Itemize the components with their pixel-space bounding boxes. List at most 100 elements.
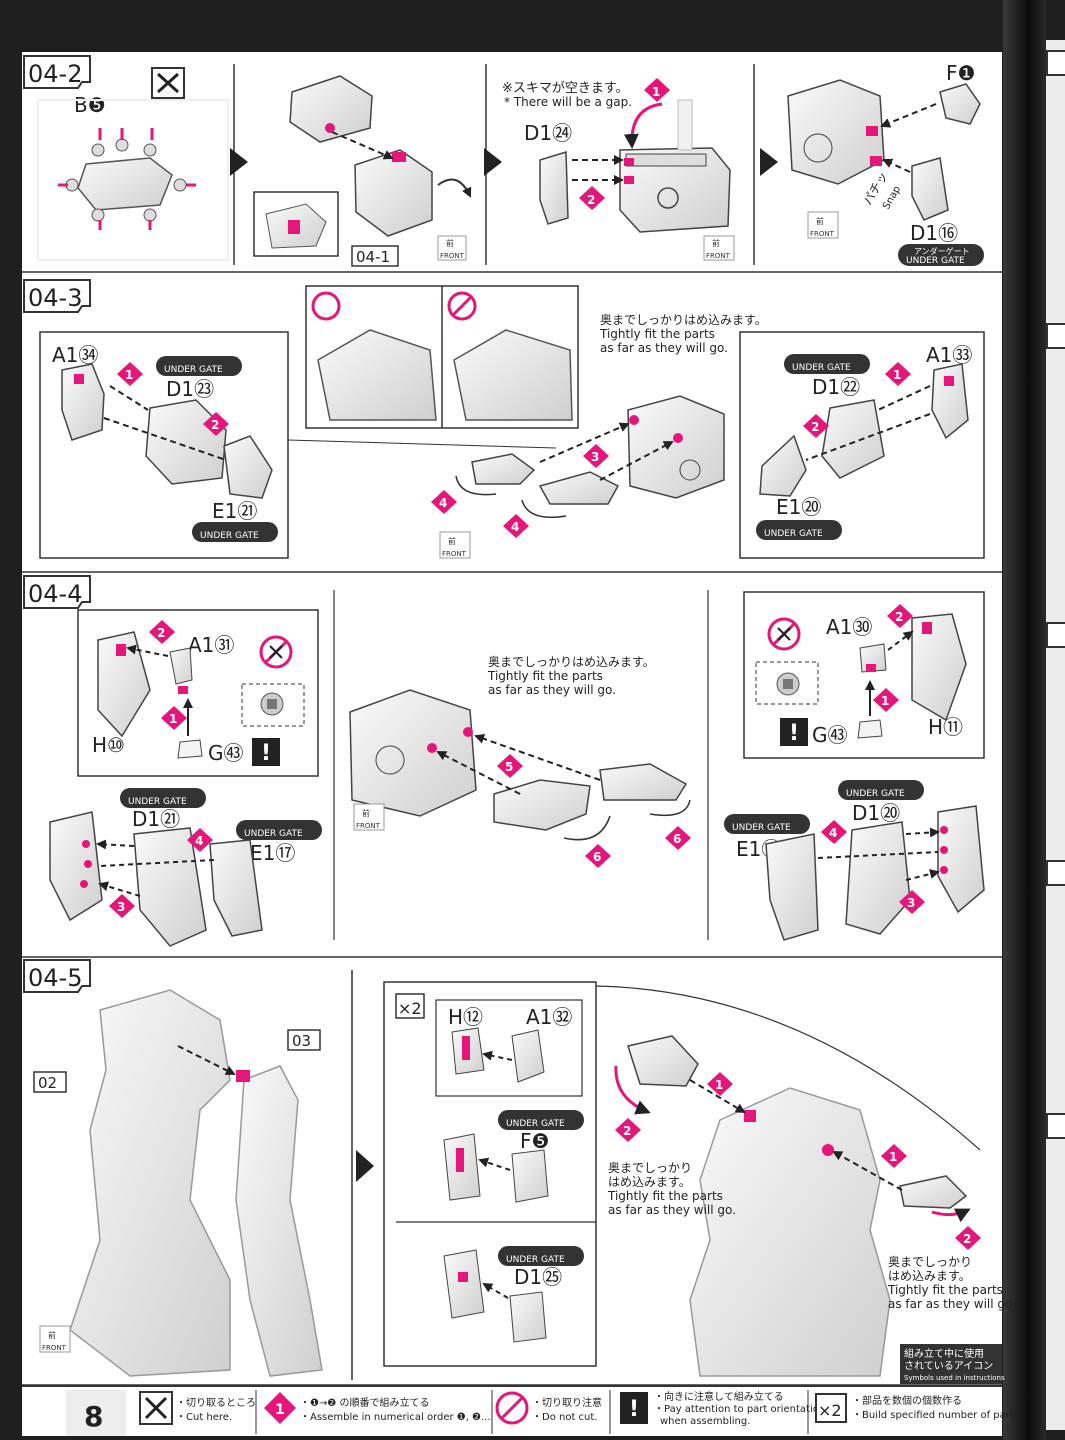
- svg-text:2: 2: [211, 418, 219, 432]
- svg-text:・Build specified number of par: ・Build specified number of parts.: [852, 1410, 1022, 1421]
- step-number-badge: 3: [899, 890, 925, 914]
- part-label: B❺: [74, 93, 106, 117]
- step-number-badge: 6: [665, 826, 691, 850]
- under-gate-badge: D1㉓ UNDER GATE: [156, 356, 242, 376]
- step-number-badge: 4: [187, 828, 213, 852]
- under-gate-badge: UNDER GATE: [756, 520, 842, 540]
- front-indicator-icon: 前 FRONT: [437, 235, 467, 261]
- step-number-icon: [264, 1392, 296, 1424]
- part-assembly-d: [253, 75, 472, 257]
- svg-text:1: 1: [652, 85, 660, 99]
- svg-text:4: 4: [511, 520, 519, 534]
- flow-arrow-icon: [484, 148, 502, 176]
- parts-left: [61, 363, 273, 499]
- front-indicator-icon: 前 FRONT: [39, 1325, 71, 1353]
- step-number-badge: 4: [431, 490, 457, 514]
- warning-icon: !: [252, 738, 280, 766]
- fit-note-jp: 奥までしっかりはめ込みます。: [600, 313, 767, 327]
- svg-text:FRONT: FRONT: [810, 230, 835, 238]
- step-number-badge: 1: [885, 362, 911, 386]
- fit-note-jp: 奥までしっかりはめ込みます。: [488, 655, 655, 669]
- ref-tag: 02: [33, 1071, 67, 1093]
- step-number-badge: 4: [503, 514, 529, 538]
- legend-item-do-not-cut: ・切り取り注意 ・Do not cut.: [495, 1391, 602, 1425]
- part-label: E1㉑: [212, 499, 257, 523]
- part-assembly-f1: [787, 79, 981, 221]
- left-panel: [39, 331, 289, 559]
- svg-text:UNDER GATE: UNDER GATE: [244, 829, 303, 839]
- parts-left-main: [49, 811, 263, 947]
- step-04-2: 04-2 B❺: [23, 55, 984, 267]
- page-number: 8: [84, 1400, 103, 1433]
- svg-text:・向きに注意して組み立てる: ・向きに注意して組み立てる: [654, 1390, 784, 1403]
- svg-text:2: 2: [963, 1232, 971, 1246]
- legend-item-cut: ・切り取るところ ・Cut here.: [139, 1391, 256, 1425]
- step-number-badge: 1: [873, 688, 899, 712]
- part-label: A1㉝: [926, 343, 972, 367]
- do-not-cut-icon: [259, 635, 293, 669]
- svg-text:UNDER GATE: UNDER GATE: [764, 529, 823, 539]
- part-label: E1⑳: [776, 495, 821, 519]
- svg-text:×2: ×2: [398, 999, 422, 1018]
- fit-note-jp: 奥までしっかり: [888, 1255, 972, 1269]
- fit-note-en: as far as they will go.: [600, 341, 728, 355]
- part-label: D1㉓: [166, 377, 214, 401]
- part-label: H⑫: [448, 1005, 483, 1029]
- svg-text:3: 3: [117, 900, 125, 914]
- svg-text:UNDER GATE: UNDER GATE: [128, 797, 187, 807]
- do-not-cut-icon: [495, 1391, 529, 1425]
- svg-text:2: 2: [811, 420, 819, 434]
- step-04-4: 04-4 A1㉛ H⑩ G㊸ D1㉑ E1⑰ A1㉚ H⑪ G㊸ D1⑳ E1⑯…: [23, 575, 985, 947]
- svg-text:FRONT: FRONT: [706, 252, 731, 260]
- times-two-icon: [815, 1393, 847, 1423]
- part-label: F❶: [946, 61, 975, 85]
- warning-icon: [620, 1392, 648, 1424]
- svg-text:前: 前: [48, 1330, 56, 1340]
- part-label: D1⑯: [910, 221, 958, 245]
- svg-text:FRONT: FRONT: [442, 550, 467, 558]
- times-two-badge: ×2: [395, 993, 425, 1019]
- sub-assembly-panel: [383, 981, 597, 1367]
- svg-text:04-4: 04-4: [28, 580, 82, 608]
- svg-text:・切り取り注意: ・切り取り注意: [532, 1396, 602, 1409]
- step-label-04-5: 04-5: [23, 959, 91, 993]
- svg-text:1: 1: [275, 1402, 285, 1418]
- part-label: D1⑳: [852, 801, 900, 825]
- part-label: D1㉑: [132, 807, 180, 831]
- footer-legend: 8 ・切り取るところ ・Cut here. 1 ・❶→❷ の順番で組み立てる ・…: [22, 1385, 1022, 1436]
- under-gate-badge: UNDER GATE: [838, 780, 924, 800]
- svg-text:UNDER GATE: UNDER GATE: [506, 1255, 565, 1265]
- step-number-badge: 6: [585, 844, 611, 868]
- svg-text:!: !: [261, 741, 271, 766]
- part-label: D1㉔: [524, 121, 572, 145]
- svg-text:・Assemble in numerical order ❶: ・Assemble in numerical order ❶, ❷...: [300, 1412, 491, 1423]
- svg-text:03: 03: [292, 1032, 311, 1050]
- svg-text:4: 4: [829, 826, 837, 840]
- svg-text:04-5: 04-5: [28, 964, 82, 992]
- legend-item-multiple: ×2 ・部品を数個の個数作る ・Build specified number o…: [815, 1393, 1022, 1423]
- step-04-3: 04-3 A1㉞ D1㉓ E1㉑ A1㉝ D1㉒ E1⑳ D1㉓ UNDE: [23, 279, 985, 559]
- note-en: * There will be a gap.: [504, 95, 632, 109]
- flow-arrow-icon: [760, 148, 778, 176]
- front-indicator-icon: 前 FRONT: [439, 531, 471, 559]
- svg-text:UNDER GATE: UNDER GATE: [846, 789, 905, 799]
- step-number-badge: 2: [955, 1226, 981, 1250]
- step-label-text: 04-2: [28, 60, 82, 88]
- svg-text:1: 1: [881, 694, 889, 708]
- fit-note-en: as far as they will go.: [608, 1203, 736, 1217]
- svg-text:・Cut here.: ・Cut here.: [176, 1412, 232, 1423]
- part-label: A1㉞: [52, 343, 98, 367]
- svg-text:UNDER GATE: UNDER GATE: [200, 531, 259, 541]
- snap-mark: パチッ Snap: [860, 169, 903, 211]
- parts-right-sub: [857, 613, 967, 739]
- part-label: E1⑰: [250, 841, 295, 865]
- svg-text:6: 6: [673, 832, 681, 846]
- legend-title-box: 組み立て中に使用 されているアイコン Symbols used in instr…: [900, 1344, 1005, 1384]
- svg-text:FRONT: FRONT: [356, 822, 381, 830]
- svg-text:5: 5: [505, 760, 513, 774]
- step-number-badge: 1: [161, 706, 187, 730]
- parts-right: [759, 363, 969, 497]
- step-number-badge: 2: [149, 620, 175, 644]
- under-gate-badge: UNDER GATE: [498, 1246, 584, 1266]
